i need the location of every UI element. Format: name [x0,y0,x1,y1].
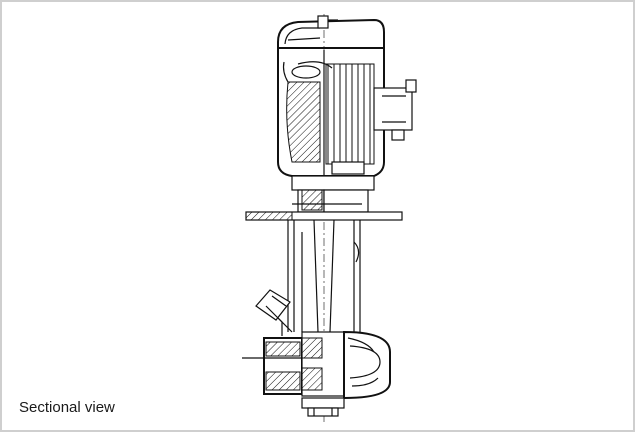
terminal-box [373,79,417,141]
motor-fan-hood [277,15,385,49]
pump-column [287,219,361,333]
discharge-pipe [255,289,293,336]
motor-flange [291,175,375,213]
pump-casing [242,330,391,400]
motor-housing [277,48,385,178]
suction-nozzle [301,397,345,417]
mounting-plate [245,203,403,221]
figure-caption: Sectional view [19,399,115,416]
